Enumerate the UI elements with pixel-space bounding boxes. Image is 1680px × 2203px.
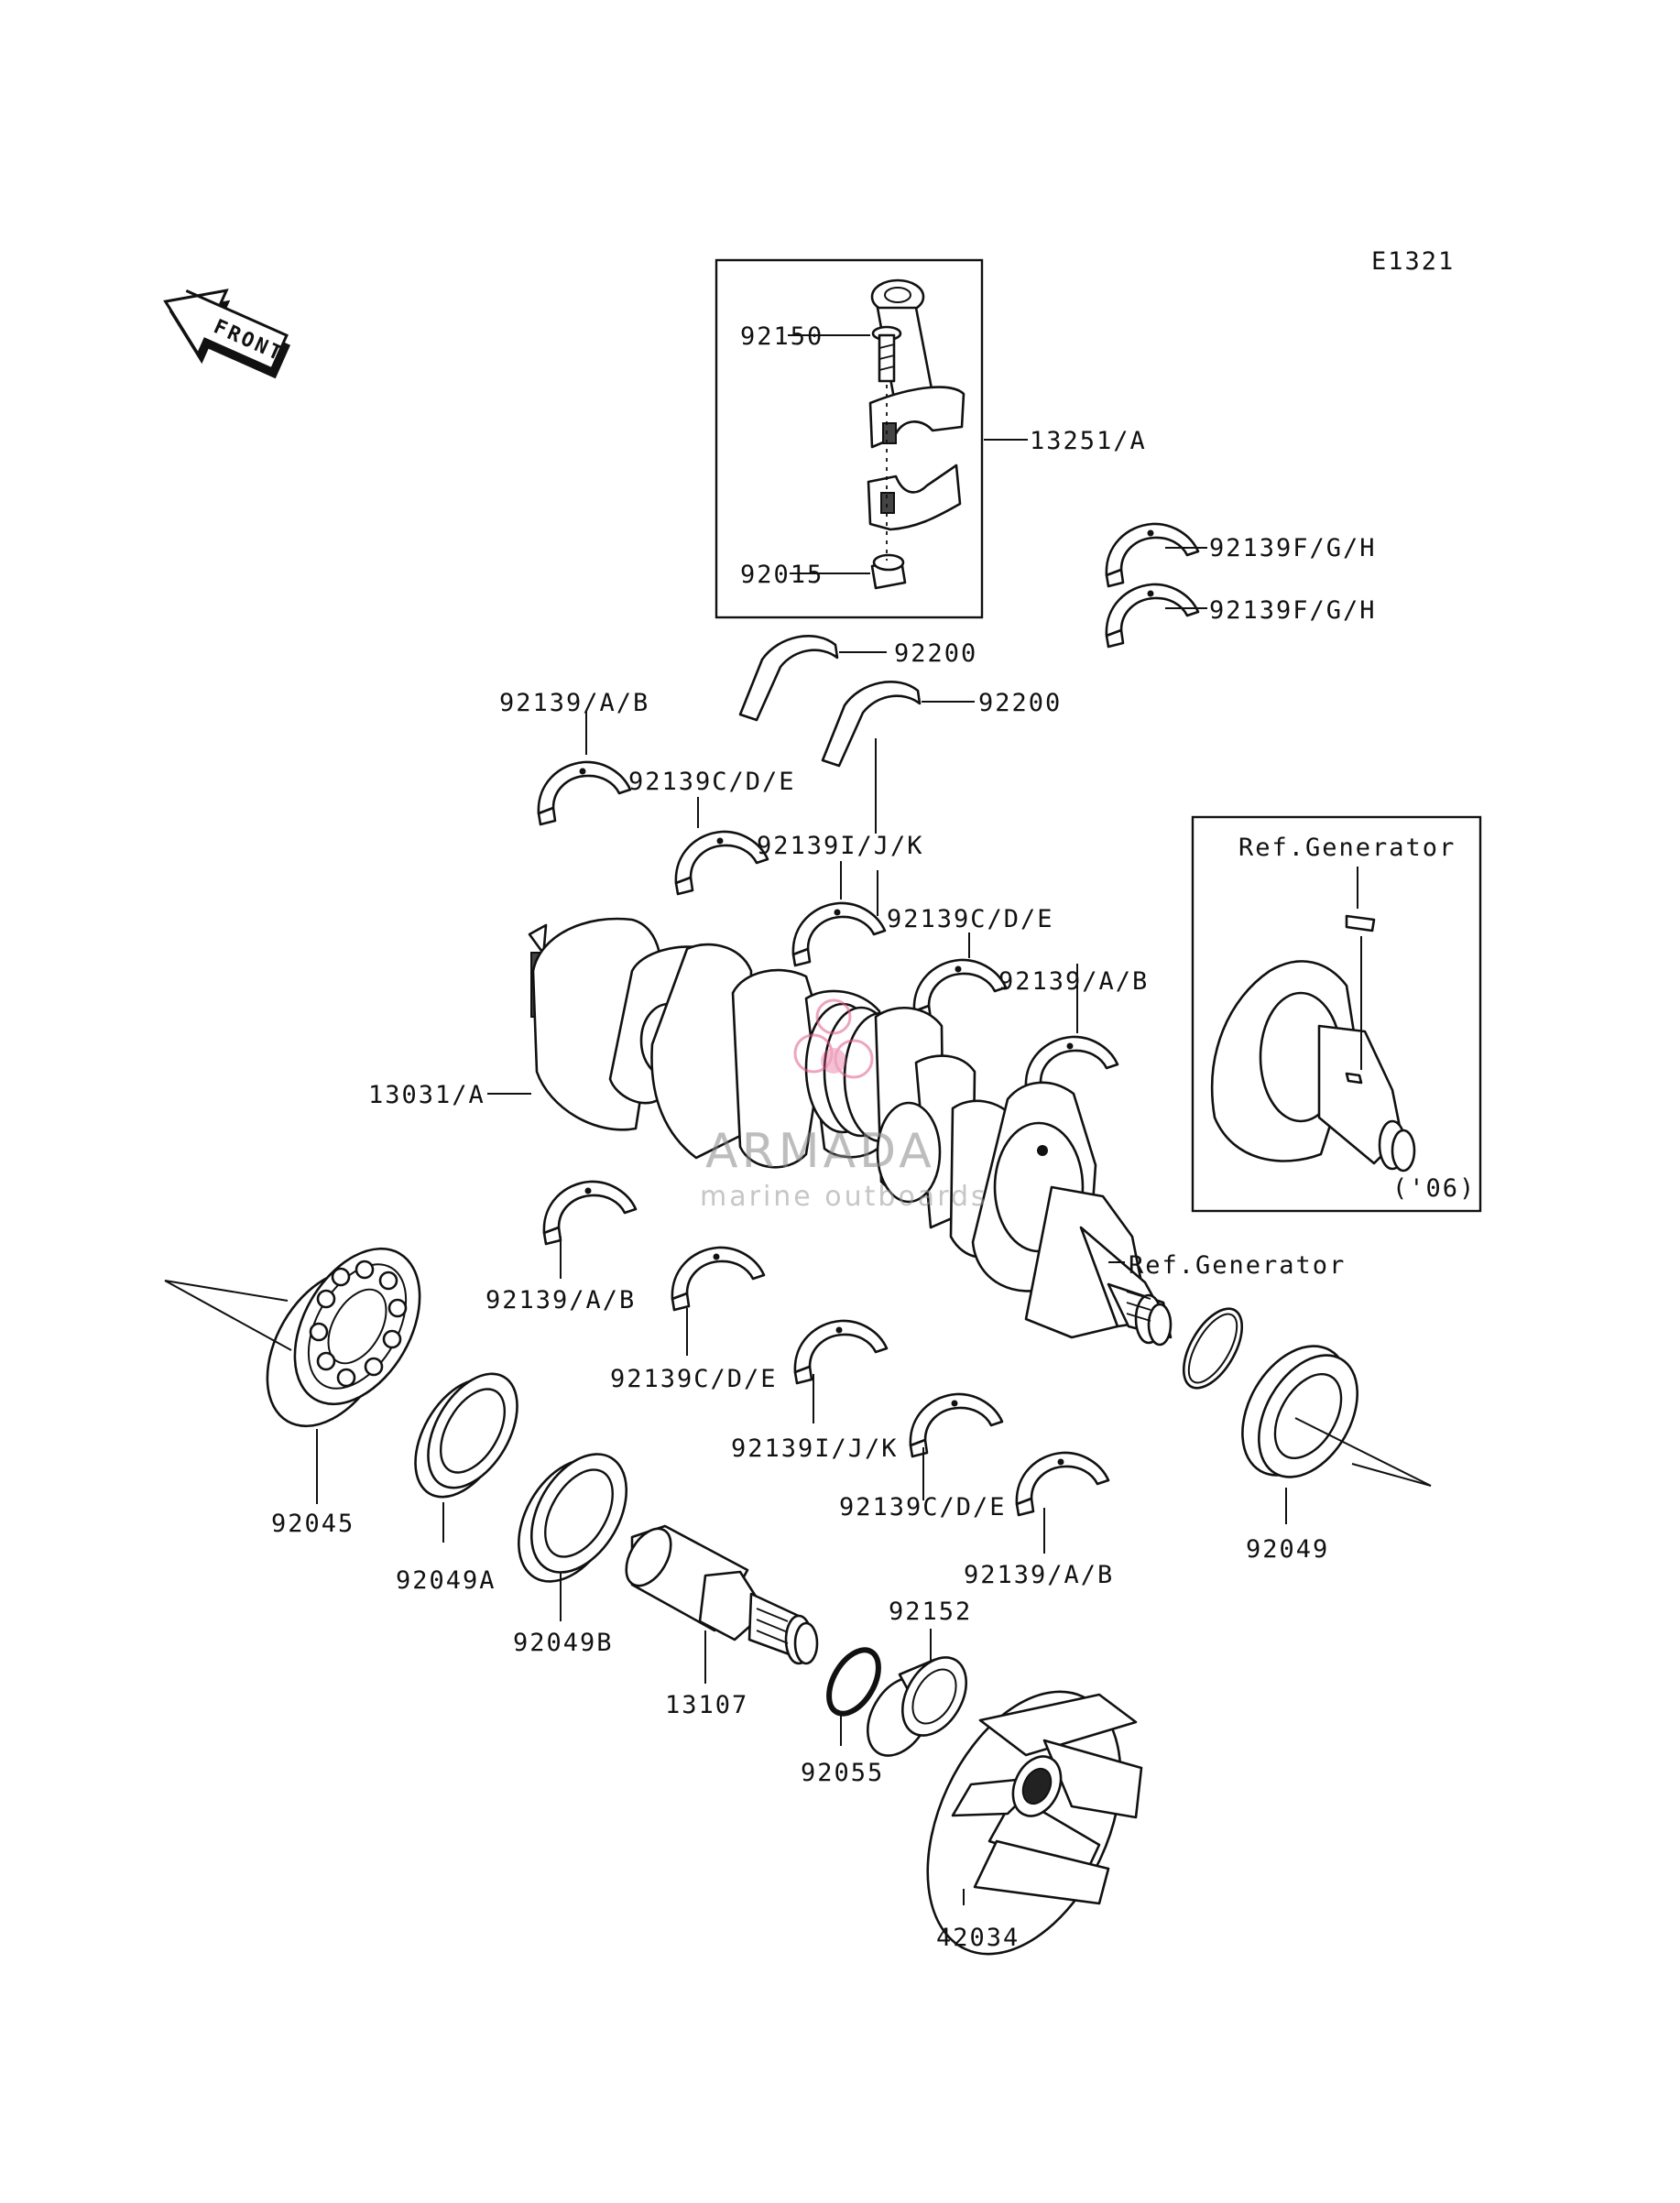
con-rod-nut [870, 553, 907, 590]
front-arrow-icon: FRONT [163, 289, 291, 379]
bearing-shell-92139ab-upper-1 [537, 760, 632, 826]
label-92150: 92150 [740, 322, 824, 351]
label-42034: 42034 [936, 1924, 1020, 1952]
bearing-shell-92139cde-upper-1 [674, 830, 769, 896]
bearing-shell-92139cde-lower-1 [671, 1246, 766, 1312]
reference-box-note: ('06) [1392, 1174, 1476, 1203]
label-13107: 13107 [665, 1691, 748, 1719]
label-13031-a: 13031/A [368, 1081, 485, 1109]
diagram-code: E1321 [1371, 247, 1455, 276]
label-92055: 92055 [801, 1759, 884, 1787]
watermark-brand: ARMADA [705, 1124, 935, 1179]
oil-seal-92049b [518, 1453, 628, 1583]
label-13251-a: 13251/A [1030, 427, 1147, 455]
crankshaft [528, 917, 1173, 1347]
label-92200-1: 92200 [894, 639, 977, 668]
connecting-rod-box [715, 258, 984, 619]
bearing-shell-92139ab-lower-2 [1015, 1451, 1110, 1517]
con-rod-bolt [871, 325, 902, 383]
label-92200-2: 92200 [978, 689, 1062, 717]
label-92139cde-4: 92139C/D/E [839, 1493, 1007, 1521]
bearing-shell-92139ijk-lower [793, 1319, 889, 1385]
sleeve-92152 [867, 1656, 967, 1757]
bearing-shell-92139ab-lower-1 [542, 1180, 638, 1246]
impeller-42034 [926, 1690, 1143, 1956]
watermark-tagline: marine outboards [700, 1181, 988, 1213]
label-ref-generator: Ref.Generator [1129, 1251, 1346, 1280]
ring-right [1182, 1307, 1244, 1390]
label-92049b: 92049B [513, 1629, 614, 1657]
label-92139cde-3: 92139C/D/E [610, 1365, 778, 1393]
label-92139cde-1: 92139C/D/E [628, 768, 796, 796]
label-92045: 92045 [271, 1510, 355, 1538]
watermark-logo-icon [793, 998, 874, 1079]
o-ring-92055 [826, 1647, 881, 1717]
reference-box [1191, 815, 1482, 1213]
thrust-washer-92200-1 [738, 634, 839, 722]
label-92049a: 92049A [396, 1566, 496, 1595]
label-92139ab-2: 92139/A/B [998, 967, 1149, 996]
bearing-shell-92139cde-lower-2 [909, 1392, 1004, 1458]
label-92139fgh-1: 92139F/G/H [1209, 534, 1377, 562]
label-92139ijk-1: 92139I/J/K [757, 832, 924, 860]
label-92139ab-3: 92139/A/B [485, 1286, 636, 1314]
generator-crank-end [1210, 914, 1416, 1172]
label-92139ijk-2: 92139I/J/K [731, 1434, 899, 1463]
ball-bearing-92045 [266, 1247, 421, 1428]
label-92139ab-1: 92139/A/B [499, 689, 649, 717]
connecting-rod [867, 278, 965, 531]
oil-seal-92049 [1241, 1345, 1358, 1478]
label-92139fgh-2: 92139F/G/H [1209, 596, 1377, 625]
thrust-washer-92200-2 [821, 680, 922, 768]
label-92139cde-2: 92139C/D/E [887, 905, 1054, 933]
bearing-shell-92139fgh-2 [1105, 583, 1200, 649]
shaft-13107 [625, 1524, 819, 1665]
label-92139ab-4: 92139/A/B [964, 1561, 1114, 1589]
label-92015: 92015 [740, 561, 824, 589]
bearing-shell-92139ijk-upper [791, 901, 887, 967]
reference-box-title: Ref.Generator [1238, 834, 1456, 862]
bearing-shell-92139fgh-1 [1105, 522, 1200, 588]
label-92049: 92049 [1246, 1535, 1329, 1564]
oil-seal-92049a [414, 1372, 518, 1499]
label-92152: 92152 [889, 1598, 972, 1626]
watermark: ARMADA marine outboards [700, 998, 988, 1213]
